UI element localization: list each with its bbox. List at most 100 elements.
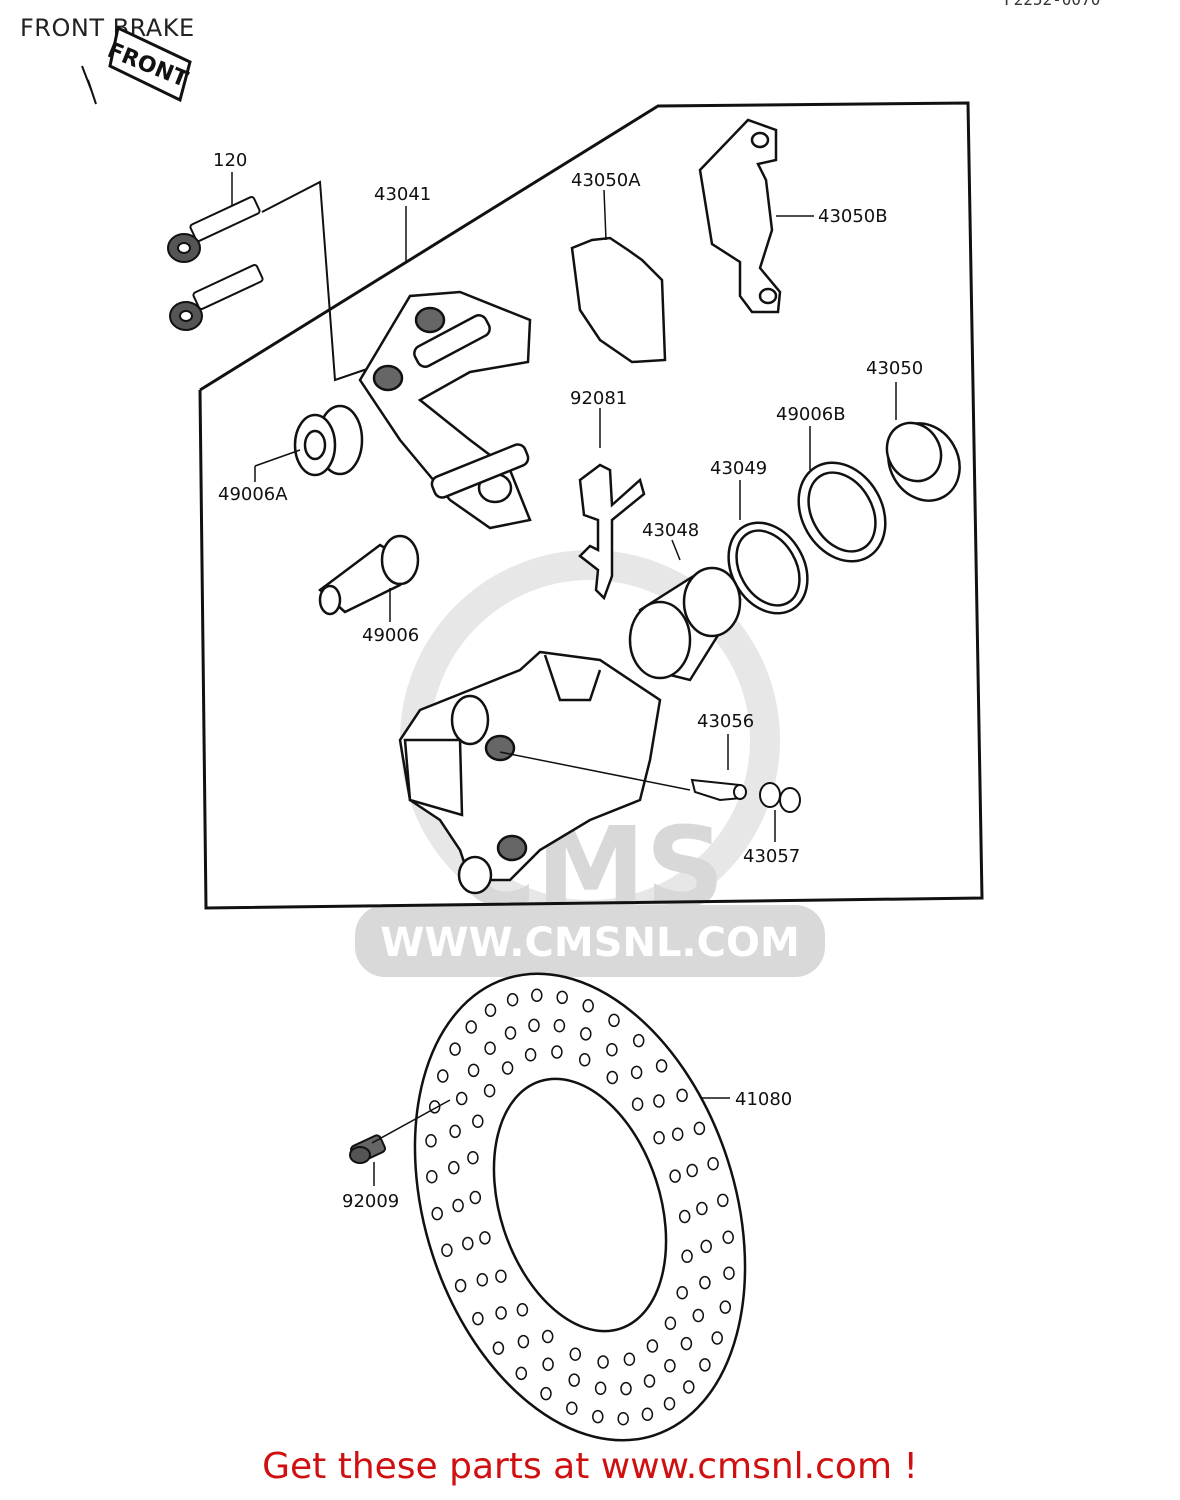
disc-hole [669, 1169, 681, 1183]
dust-seal-49006b [797, 461, 887, 563]
disc-hole [623, 1352, 636, 1366]
diagram-code: F2252-0070 [1004, 0, 1100, 9]
assembly-outline [198, 101, 984, 910]
disc-hole [425, 1134, 437, 1148]
disc-hole [516, 1303, 529, 1317]
disc-hole [699, 1358, 711, 1372]
caliper-bracket [358, 290, 532, 530]
disc-hole [700, 1239, 712, 1254]
disc-hole [676, 1088, 688, 1103]
disc-hole [467, 1063, 480, 1078]
disc-hole [515, 1366, 528, 1381]
label-43050b: 43050B [818, 206, 888, 227]
disc-hole [454, 1278, 467, 1293]
disc-hole [479, 1231, 491, 1245]
disc-hole [492, 1341, 505, 1355]
disc-hole [664, 1316, 677, 1331]
label-49006: 49006 [362, 625, 419, 646]
bleeder-cap-43057 [759, 782, 801, 813]
disc-hole [594, 1381, 607, 1396]
disc-hole [678, 1209, 691, 1224]
disc-hole [686, 1163, 698, 1178]
disc-hole [597, 1355, 609, 1369]
brake-pad-43050b [698, 118, 782, 314]
label-43041: 43041 [374, 184, 431, 205]
bleeder-leader-line [499, 751, 691, 791]
disc-hole [472, 1114, 484, 1129]
disc-hole [646, 1339, 659, 1353]
disc-hole [448, 1160, 460, 1175]
disc-hole [580, 1027, 592, 1041]
disc-hole [641, 1407, 654, 1422]
disc-hole [699, 1275, 711, 1290]
disc-hole [452, 1198, 464, 1213]
slide-pin-49006 [318, 534, 420, 616]
disc-hole [465, 1020, 477, 1034]
label-43057: 43057 [743, 846, 800, 867]
bushing-49006a [293, 404, 364, 477]
piston-seal-43049 [727, 521, 809, 615]
disc-hole [484, 1041, 496, 1055]
disc-bolt-92009 [349, 1134, 386, 1164]
label-43049: 43049 [710, 458, 767, 479]
disc-hole [455, 1091, 468, 1106]
disc-hole [483, 1083, 496, 1098]
disc-hole [426, 1169, 438, 1184]
disc-hole [551, 1045, 563, 1059]
disc-hole [617, 1411, 629, 1426]
disc-hole [631, 1097, 644, 1111]
label-49006b: 49006B [776, 404, 846, 425]
piston-43048 [628, 566, 742, 682]
disc-hole [431, 1206, 443, 1221]
disc-hole [524, 1048, 537, 1062]
disc-hole [632, 1033, 645, 1048]
disc-hole [711, 1331, 723, 1345]
page-title: FRONT BRAKE [20, 14, 195, 42]
disc-hole [568, 1373, 580, 1387]
disc-hole [681, 1249, 693, 1264]
disc-hole [441, 1243, 453, 1258]
disc-hole [722, 1230, 734, 1245]
disc-hole [620, 1381, 632, 1396]
disc-hole [528, 1018, 540, 1033]
disc-hole [476, 1273, 489, 1287]
disc-hole [655, 1059, 668, 1073]
disc-hole [472, 1311, 484, 1326]
label-120: 120 [213, 150, 247, 171]
disc-hole [692, 1308, 705, 1323]
footer-shop-link[interactable]: Get these parts at www.cmsnl.com ! [262, 1446, 918, 1487]
bleeder-valve-43056 [690, 778, 747, 802]
disc-hole [462, 1236, 474, 1251]
label-43050a: 43050A [571, 170, 641, 191]
disc-hole [541, 1329, 554, 1344]
disc-hole [606, 1042, 618, 1057]
bolt-leader-line [261, 180, 371, 382]
dust-boot-43050 [885, 421, 961, 502]
disc-hole [717, 1193, 729, 1208]
disc-hole [707, 1156, 719, 1171]
disc-hole [582, 999, 594, 1013]
disc-hole [531, 988, 543, 1003]
disc-hole [592, 1409, 604, 1424]
disc-hole [696, 1201, 708, 1216]
disc-hole [578, 1053, 591, 1067]
disc-hole [469, 1190, 482, 1205]
disc-hole [437, 1069, 449, 1083]
disc-hole [643, 1374, 656, 1388]
disc-hole [664, 1359, 676, 1373]
disc-hole [553, 1018, 566, 1033]
disc-hole [693, 1121, 706, 1136]
disc-hole [467, 1150, 479, 1165]
disc-hole [630, 1065, 643, 1080]
disc-hole [506, 992, 519, 1007]
disc-hole [608, 1013, 620, 1028]
pad-spring-92081 [578, 463, 646, 601]
label-41080: 41080 [735, 1089, 792, 1110]
label-49006a: 49006A [218, 484, 288, 505]
label-92081: 92081 [570, 388, 627, 409]
brake-pad-43050a [570, 236, 667, 364]
caliper-body [398, 650, 662, 895]
disc-hole [484, 1003, 497, 1018]
